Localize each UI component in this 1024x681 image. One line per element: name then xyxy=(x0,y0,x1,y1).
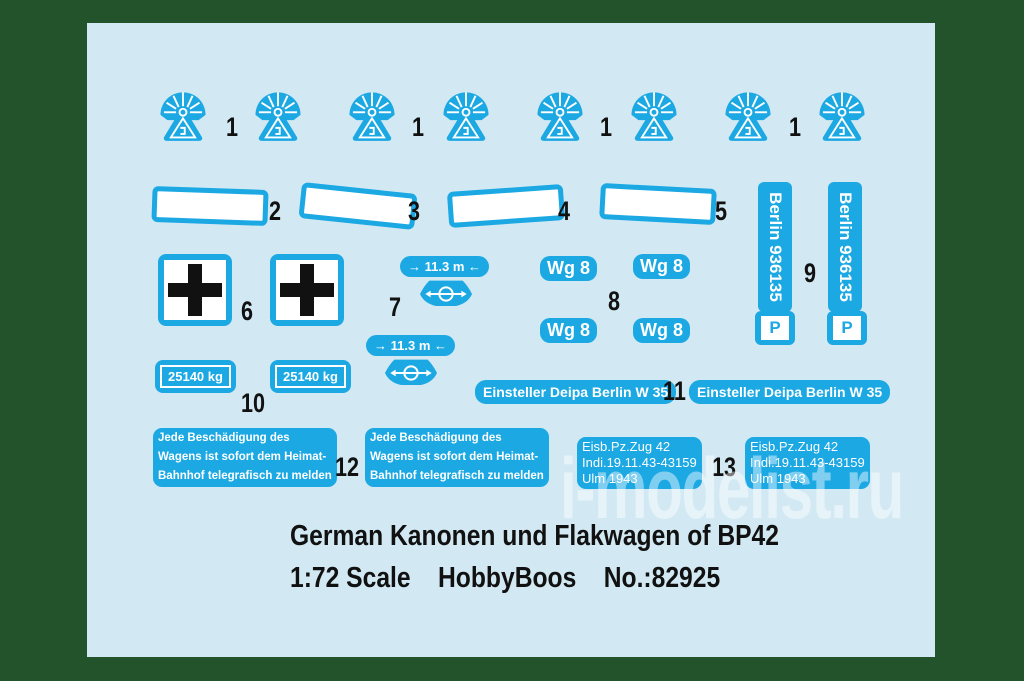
train-line: Indi.19.11.43-43159 xyxy=(582,455,697,470)
span-text: 11.3 m xyxy=(390,338,431,353)
decal-number: 9 xyxy=(804,258,817,288)
sheet-subtitle: 1:72 Scale HobbyBoos No.:82925 xyxy=(290,562,720,595)
decal-number: 12 xyxy=(335,452,360,482)
decal-number: 13 xyxy=(712,452,737,482)
weight-text: 25140 kg xyxy=(275,365,346,388)
blank-strip-decal xyxy=(151,185,269,227)
decal-number: 4 xyxy=(558,196,571,226)
p-letter: P xyxy=(761,316,789,340)
emblem-icon xyxy=(534,84,586,144)
decal-number: 2 xyxy=(269,196,282,226)
span-text: 11.3 m xyxy=(424,259,465,274)
p-letter: P xyxy=(833,316,861,340)
span-symbol-icon xyxy=(381,358,441,388)
emblem-icon xyxy=(157,84,209,144)
weight-decal: 25140 kg xyxy=(270,360,351,393)
wg-decal: Wg 8 xyxy=(633,318,690,343)
train-line: Indi.19.11.43-43159 xyxy=(750,455,865,470)
decal-number: 1 xyxy=(600,112,613,142)
warning-text-decal: Jede Beschädigung des Wagens ist sofort … xyxy=(365,428,549,487)
decal-number: 10 xyxy=(241,388,266,418)
decal-number: 11 xyxy=(663,376,686,406)
berlin-text: Berlin 936135 xyxy=(766,192,785,302)
berlin-decal: Berlin 936135 xyxy=(828,182,862,312)
parking-p-decal: P xyxy=(755,311,795,345)
warning-line: Wagens ist sofort dem Heimat- xyxy=(370,451,539,463)
warning-line: Wagens ist sofort dem Heimat- xyxy=(158,451,327,463)
train-text-decal: Eisb.Pz.Zug 42 Indi.19.11.43-43159 Ulm 1… xyxy=(745,437,870,489)
decal-number: 5 xyxy=(715,196,728,226)
train-text-decal: Eisb.Pz.Zug 42 Indi.19.11.43-43159 Ulm 1… xyxy=(577,437,702,489)
train-line: Ulm 1943 xyxy=(750,471,806,486)
warning-line: Bahnhof telegrafisch zu melden xyxy=(158,470,332,482)
emblem-icon xyxy=(440,84,492,144)
berlin-decal: Berlin 936135 xyxy=(758,182,792,312)
wg-decal: Wg 8 xyxy=(633,254,690,279)
decal-number: 1 xyxy=(226,112,239,142)
emblem-icon xyxy=(816,84,868,144)
deipa-decal: Einsteller Deipa Berlin W 35 xyxy=(475,380,677,404)
train-line: Ulm 1943 xyxy=(582,471,638,486)
span-tag: → 11.3 m ← xyxy=(400,256,490,277)
scale-text: 1:72 Scale xyxy=(290,562,411,594)
weight-text: 25140 kg xyxy=(160,365,231,388)
decal-number: 3 xyxy=(408,196,421,226)
emblem-icon xyxy=(252,84,304,144)
warning-line: Bahnhof telegrafisch zu melden xyxy=(370,470,544,482)
sheet-title: German Kanonen und Flakwagen of BP42 xyxy=(290,520,779,552)
blank-strip-decal xyxy=(599,182,717,226)
decal-number: 8 xyxy=(608,286,621,316)
weight-decal: 25140 kg xyxy=(155,360,236,393)
emblem-icon xyxy=(346,84,398,144)
span-symbol-icon xyxy=(416,279,476,309)
emblem-icon xyxy=(628,84,680,144)
span-tag: → 11.3 m ← xyxy=(366,335,456,356)
wg-decal: Wg 8 xyxy=(540,318,597,343)
warning-line: Jede Beschädigung des xyxy=(158,432,290,444)
decal-number: 7 xyxy=(389,292,402,322)
decal-number: 1 xyxy=(789,112,802,142)
warning-text-decal: Jede Beschädigung des Wagens ist sofort … xyxy=(153,428,337,487)
berlin-text: Berlin 936135 xyxy=(836,192,855,302)
train-line: Eisb.Pz.Zug 42 xyxy=(582,439,671,454)
decal-number: 6 xyxy=(241,296,254,326)
train-line: Eisb.Pz.Zug 42 xyxy=(750,439,839,454)
balkenkreuz-icon xyxy=(270,254,344,326)
deipa-decal: Einsteller Deipa Berlin W 35 xyxy=(689,380,891,404)
wg-decal: Wg 8 xyxy=(540,256,597,281)
product-number: No.:82925 xyxy=(603,562,721,594)
emblem-icon xyxy=(722,84,774,144)
decal-number: 1 xyxy=(412,112,425,142)
brand-text: HobbyBoos xyxy=(438,562,577,594)
warning-line: Jede Beschädigung des xyxy=(370,432,502,444)
parking-p-decal: P xyxy=(827,311,867,345)
watermark: i-modelist.ru xyxy=(560,441,904,537)
balkenkreuz-icon xyxy=(158,254,232,326)
